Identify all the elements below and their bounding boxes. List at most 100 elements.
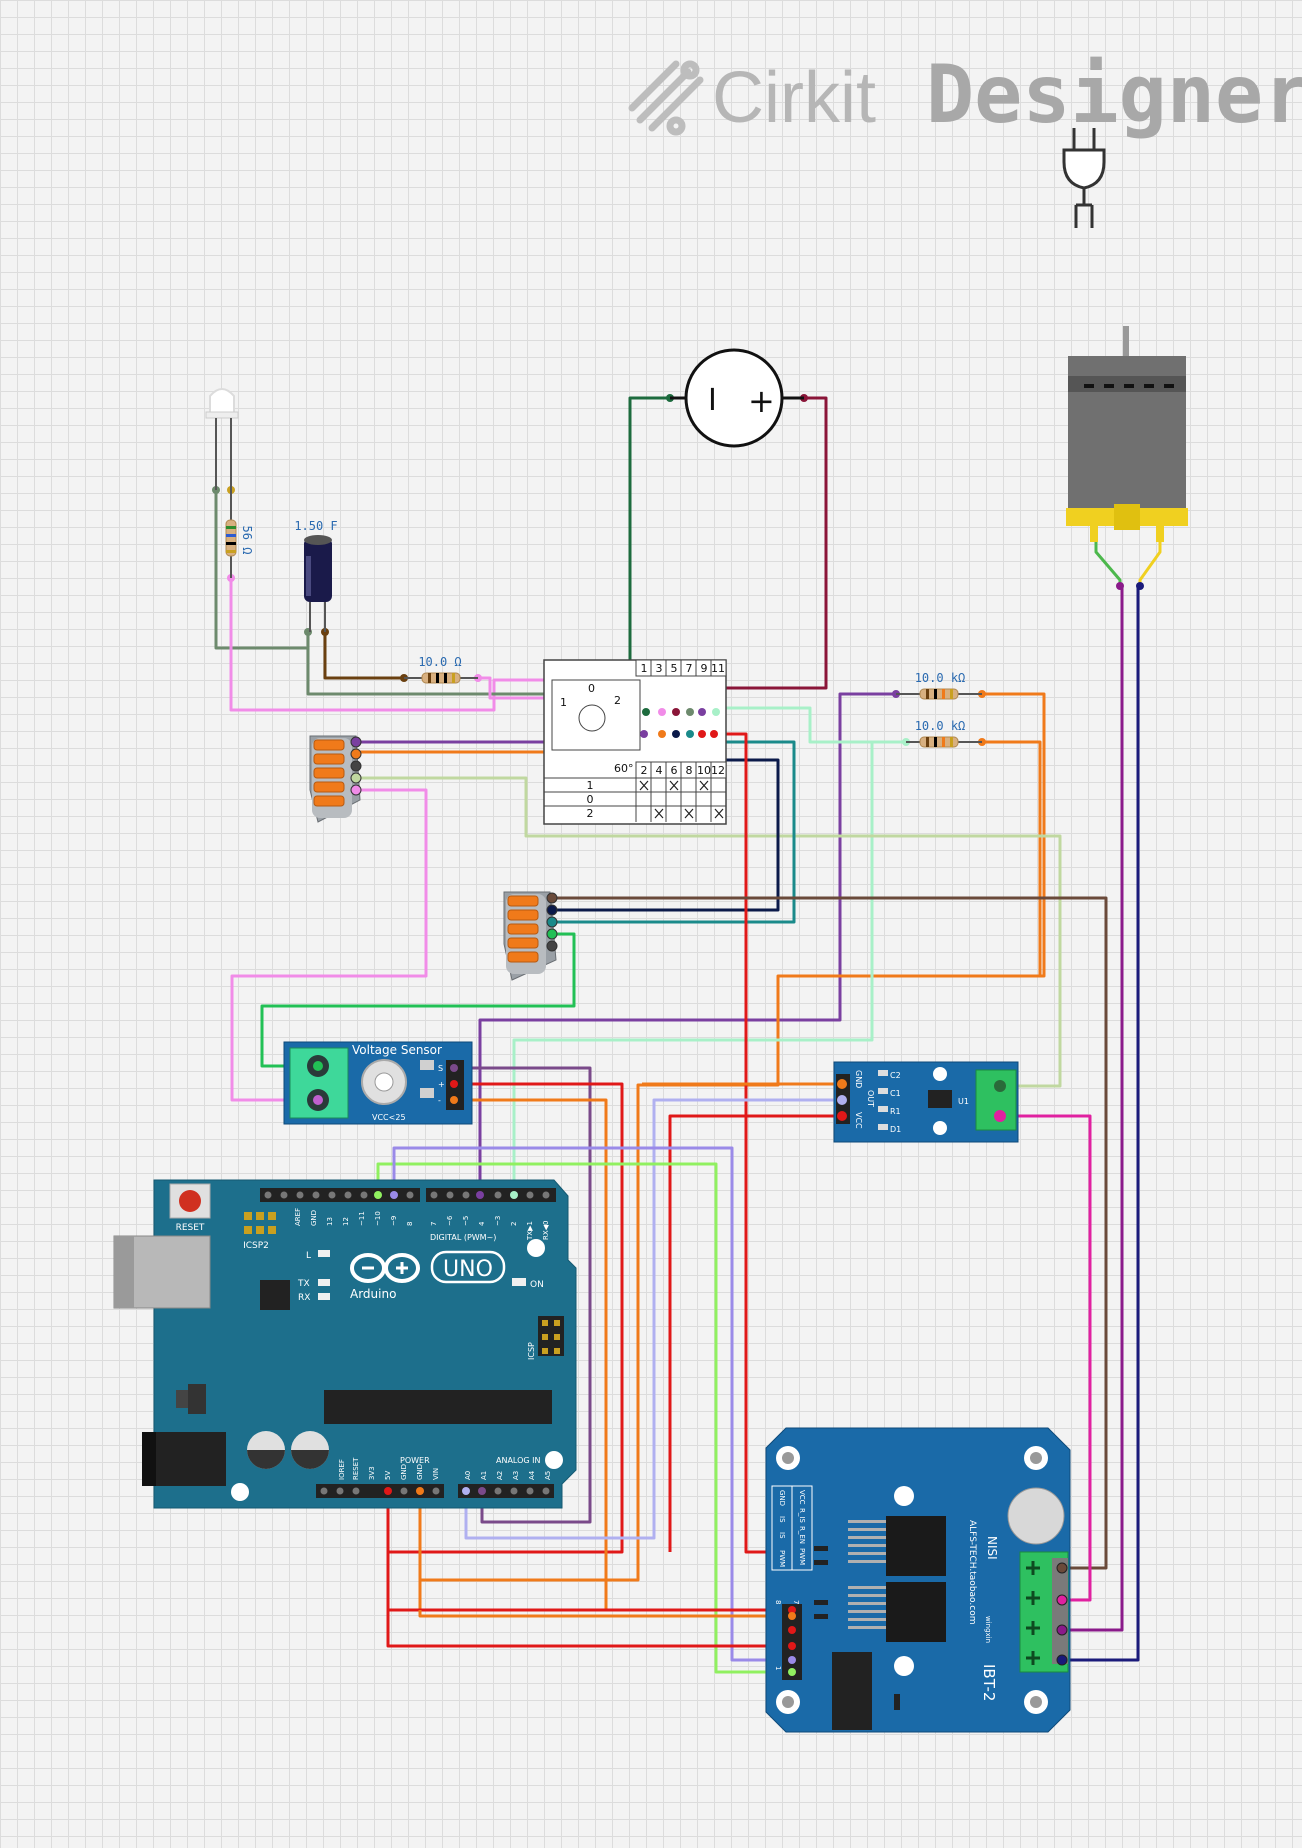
ibt2-sub: wingxin <box>984 1616 992 1643</box>
wire-10k-a-purple[interactable] <box>478 692 896 1195</box>
ibt2-url: ALFS-TECH.taobao.com <box>967 1520 977 1624</box>
resistor-10k-a-label: 10.0 kΩ <box>915 671 966 685</box>
ibt2-pin-num-8: 8 <box>774 1600 782 1604</box>
wire-gnd-orange2[interactable] <box>418 1610 792 1618</box>
voltmeter-plus: + <box>748 382 775 420</box>
wire-5v-red[interactable] <box>386 1492 792 1648</box>
arduino-uno[interactable]: RESET ICSP2 AREF GND 13 12 ~11 ~10 ~9 8 <box>113 1179 577 1509</box>
wire-connector1-pink[interactable] <box>230 788 428 1102</box>
wire-csensor-terminal-pink[interactable] <box>1000 1114 1092 1602</box>
arduino-pin-5: ~5 <box>462 1216 470 1226</box>
arduino-icsp2-label: ICSP2 <box>243 1241 269 1251</box>
arduino-pin-13: 13 <box>326 1217 334 1226</box>
arduino-rx-label: RX <box>298 1293 310 1303</box>
brand-logo: Cirkit Designer <box>628 48 1302 141</box>
wire-motor-navy[interactable] <box>1062 588 1140 1662</box>
arduino-a2-label: A2 <box>496 1471 504 1480</box>
current-sensor[interactable]: GND OUT VCC C2 C1 R1 D1 U1 <box>833 1061 1019 1143</box>
voltage-sensor-title: Voltage Sensor <box>352 1043 442 1057</box>
current-sensor-ic: U1 <box>958 1097 969 1106</box>
voltmeter-minus: I <box>708 383 717 418</box>
arduino-pin-10: ~10 <box>374 1211 382 1226</box>
current-sensor-pin-gnd: GND <box>854 1070 863 1088</box>
switch-pos-1: 1 <box>560 696 567 709</box>
arduino-on-label: ON <box>530 1280 544 1290</box>
arduino-pin-6: ~6 <box>446 1215 454 1226</box>
wire-connector2-brown[interactable] <box>552 896 1108 1570</box>
resistor-10k-b[interactable] <box>906 736 982 748</box>
arduino-3v3-label: 3V3 <box>368 1466 376 1480</box>
ibt2-pin-is-r: IS <box>778 1532 786 1539</box>
resistor-10k-b-label: 10.0 kΩ <box>915 719 966 733</box>
brand-name-part2: Designer <box>926 48 1302 141</box>
arduino-pin-11: ~11 <box>358 1211 366 1226</box>
switch-row-0: 0 <box>587 793 594 806</box>
switch-pin-2: 2 <box>641 764 648 777</box>
wire-motor-yellow[interactable] <box>1138 540 1162 588</box>
arduino-pin-12: 12 <box>342 1217 350 1226</box>
arduino-pin-4: 4 <box>478 1221 486 1226</box>
arduino-pin-7: 7 <box>430 1222 438 1226</box>
switch-pin-10: 10 <box>697 764 711 777</box>
switch-pin-3: 3 <box>656 662 663 675</box>
wire-10k-b-mint2[interactable] <box>512 740 906 1195</box>
wire-d9-lavender[interactable] <box>392 1146 792 1662</box>
switch-pin-11: 11 <box>711 662 725 675</box>
arduino-a1-label: A1 <box>480 1471 488 1480</box>
switch-pos-0: 0 <box>588 682 595 695</box>
arduino-digital-label: DIGITAL (PWM~) <box>430 1233 496 1242</box>
voltmeter[interactable]: I + <box>670 348 804 448</box>
arduino-gnd1-label: GND <box>400 1464 408 1480</box>
switch-row-1: 1 <box>587 779 594 792</box>
voltage-sensor[interactable]: Voltage Sensor VCC<25 S + - <box>283 1041 473 1125</box>
wire-connector2-green[interactable] <box>260 932 576 1068</box>
current-sensor-led-c2: C2 <box>890 1071 901 1080</box>
arduino-5v-label: 5V <box>384 1471 392 1480</box>
resistor-10[interactable] <box>404 672 478 684</box>
wire-csensor-vcc-red[interactable] <box>668 1114 842 1552</box>
current-sensor-led-c1: C1 <box>890 1089 901 1098</box>
arduino-gnd-label: GND <box>310 1210 318 1226</box>
wire-10k-b-mint[interactable] <box>716 706 906 744</box>
switch-pin-8: 8 <box>686 764 693 777</box>
switch-pins <box>640 708 720 738</box>
ibt2-pin-num-7: 7 <box>792 1600 800 1604</box>
switch-angle: 60° <box>614 762 634 775</box>
ibt2-brand: NISI <box>985 1536 999 1560</box>
switch-pin-9: 9 <box>701 662 708 675</box>
resistor-56[interactable] <box>225 490 237 578</box>
arduino-icsp-label: ICSP <box>527 1342 536 1360</box>
switch-pin-4: 4 <box>656 764 663 777</box>
wire-motor-green[interactable] <box>1094 540 1122 588</box>
ibt2-motor-driver[interactable]: GND IS IS PWM VCC R_IS R_EN PWM 8 7 1 2 <box>765 1427 1071 1733</box>
voltage-sensor-subtitle: VCC<25 <box>372 1113 406 1122</box>
led[interactable] <box>205 388 239 490</box>
arduino-l-label: L <box>306 1251 311 1261</box>
switch-pin-7: 7 <box>686 662 693 675</box>
dc-motor[interactable] <box>1066 326 1188 542</box>
arduino-pin-1: TX▶1 <box>526 1221 534 1241</box>
resistor-10k-a[interactable] <box>896 688 982 700</box>
arduino-analog-label: ANALOG IN <box>496 1456 541 1465</box>
arduino-reset-pin-label: RESET <box>352 1457 360 1480</box>
wire-cap-brown[interactable] <box>323 632 404 680</box>
voltage-sensor-pin-minus: - <box>438 1096 441 1105</box>
capacitor-label: 1.50 F <box>294 519 337 533</box>
wago-connector-1[interactable] <box>309 735 362 823</box>
arduino-vin-label: VIN <box>432 1468 440 1480</box>
wire-10k-b-orange[interactable] <box>982 740 1042 976</box>
arduino-pin-0: RX◀0 <box>542 1221 550 1241</box>
switch-pin-5: 5 <box>671 662 678 675</box>
wire-d10-green[interactable] <box>376 1162 792 1674</box>
arduino-a4-label: A4 <box>528 1470 536 1480</box>
ibt2-pin-vcc: VCC <box>798 1490 806 1505</box>
capacitor[interactable] <box>304 535 332 632</box>
rotary-switch[interactable]: 1 3 5 7 9 11 0 1 2 60° 2 4 6 <box>543 659 727 825</box>
wago-connector-2[interactable] <box>503 891 558 981</box>
arduino-pin-3: ~3 <box>494 1216 502 1226</box>
wire-motor-purple[interactable] <box>1062 588 1124 1632</box>
wire-csensor-out-lav[interactable] <box>464 1098 842 1540</box>
power-plug-icon <box>1062 128 1106 228</box>
wire-vsensor-s-purple[interactable] <box>454 1066 592 1524</box>
